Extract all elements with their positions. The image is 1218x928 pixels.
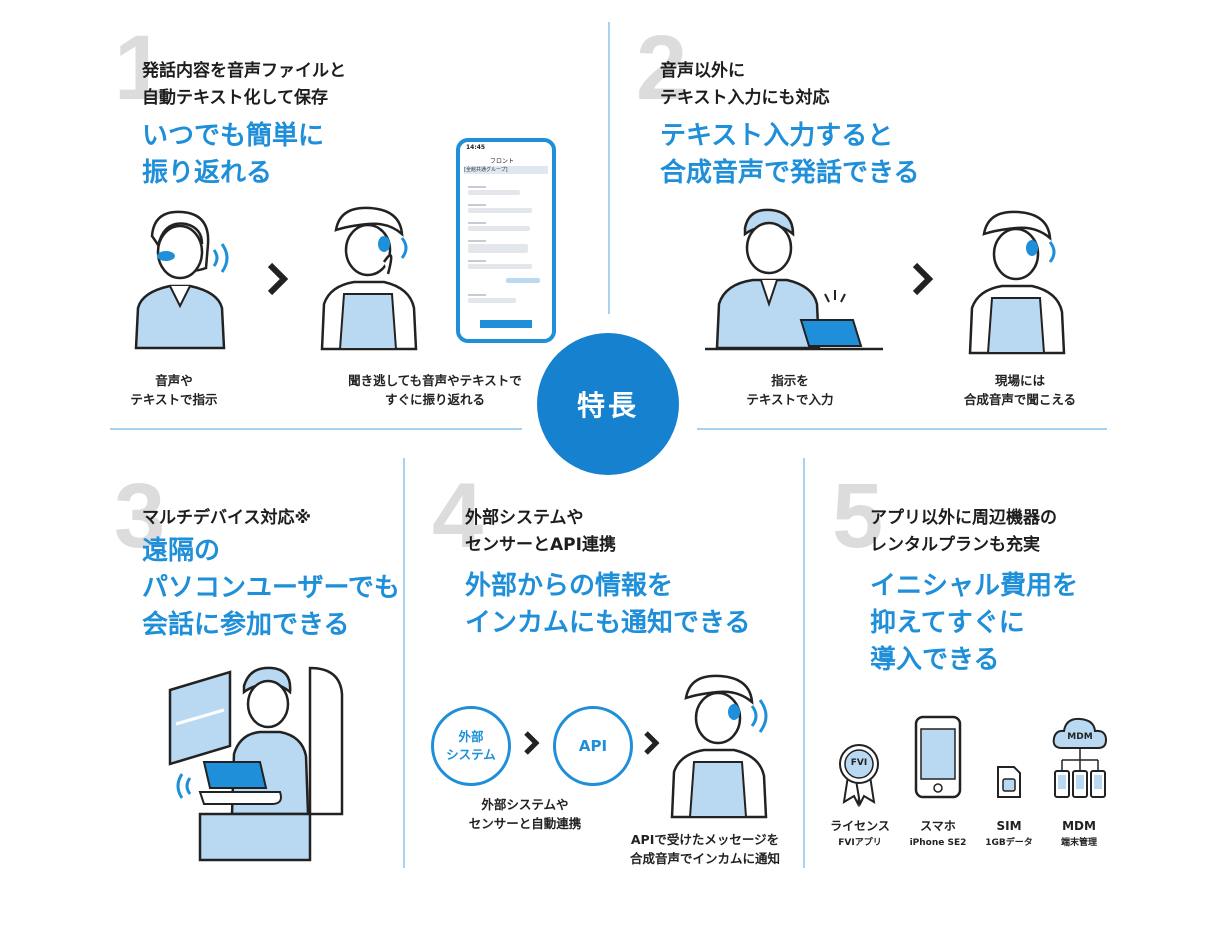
mdm-cloud-icon — [1052, 717, 1108, 798]
section-headline: テキスト入力すると 合成音声で発話できる — [660, 121, 920, 188]
caption-api-notify: APIで受けたメッセージを 合成音声でインカムに通知 — [629, 832, 780, 866]
smartphone-chat-log: 14:45 フロント [全館共通グループ] — [456, 138, 556, 343]
item-smartphone-sub: iPhone SE2 — [909, 838, 967, 848]
divider-horizontal-left — [110, 428, 522, 430]
section-subtitle: アプリ以外に周辺機器の レンタルプランも充実 — [870, 508, 1057, 555]
section-headline: イニシャル費用を 抑えてすぐに 導入できる — [870, 571, 1079, 675]
section-subtitle: 音声以外に テキスト入力にも対応 — [660, 61, 830, 108]
businessman-typing-illustration — [705, 208, 883, 351]
caption-text-input: 指示を テキストで入力 — [746, 373, 834, 407]
features-badge: 特長 — [537, 333, 679, 475]
api-node: API — [553, 706, 633, 786]
phone-status-time: 14:45 — [466, 144, 486, 151]
license-badge-text: FVI — [850, 758, 868, 768]
caption-voice-text-instruction: 音声や テキストで指示 — [130, 373, 218, 407]
office-woman-speaking-illustration — [134, 210, 229, 350]
divider-horizontal-right — [697, 428, 1107, 430]
chevron-right-icon — [912, 262, 934, 296]
phone-push-to-talk-button[interactable] — [480, 320, 532, 328]
external-system-node: 外部 システム — [431, 706, 511, 786]
sim-card-icon — [997, 766, 1021, 798]
staff-listening-illustration — [320, 206, 418, 351]
caption-auto-integration: 外部システムや センサーと自動連携 — [468, 797, 582, 831]
item-license-title: ライセンス — [830, 819, 890, 833]
item-mdm-title: MDM — [1062, 819, 1096, 833]
license-medal-icon — [839, 744, 879, 808]
staff-listening-illustration — [968, 210, 1066, 355]
caption-replay: 聞き逃しても音声やテキストで すぐに振り返れる — [348, 373, 522, 407]
section-number: 2 — [636, 17, 688, 119]
phone-channel-name: フロント — [490, 158, 515, 165]
item-mdm-sub: 端末管理 — [1060, 838, 1097, 848]
item-license-sub: FVIアプリ — [838, 838, 882, 848]
divider-bottom-vertical-1 — [403, 458, 405, 868]
section-subtitle: 発話内容を音声ファイルと 自動テキスト化して保存 — [142, 61, 346, 108]
chevron-right-icon — [267, 262, 289, 296]
section-headline: 遠隔の パソコンユーザーでも 会話に参加できる — [142, 536, 400, 640]
section-number: 1 — [114, 17, 166, 119]
item-sim-title: SIM — [996, 819, 1022, 833]
section-number: 3 — [114, 465, 166, 567]
chevron-right-icon — [524, 731, 540, 755]
staff-listening-illustration — [670, 674, 768, 819]
smartphone-icon — [914, 715, 962, 799]
mdm-badge-text: MDM — [1067, 732, 1093, 742]
item-sim-sub: 1GBデータ — [985, 838, 1033, 848]
item-smartphone-title: スマホ — [920, 819, 956, 833]
section-subtitle: 外部システムや センサーとAPI連携 — [465, 508, 616, 555]
divider-top-vertical — [608, 22, 610, 314]
section-number: 5 — [832, 465, 884, 567]
section-headline: 外部からの情報を インカムにも通知できる — [465, 571, 751, 638]
section-number: 4 — [432, 465, 484, 567]
divider-bottom-vertical-2 — [803, 458, 805, 868]
caption-synth-voice: 現場には 合成音声で聞こえる — [963, 373, 1077, 407]
remote-pc-user-on-train-illustration — [168, 666, 344, 862]
section-headline: いつでも簡単に 振り返れる — [142, 121, 325, 188]
phone-group-bar: [全館共通グループ] — [464, 166, 548, 174]
chevron-right-icon — [644, 731, 660, 755]
section-subtitle: マルチデバイス対応※ — [142, 508, 312, 528]
